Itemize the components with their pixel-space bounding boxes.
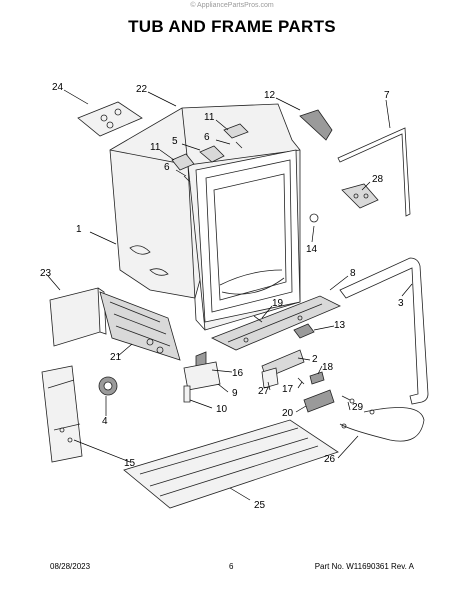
part-26-cable — [339, 407, 425, 442]
part-15-panel — [41, 365, 83, 463]
part-13-clip — [293, 323, 315, 339]
callout-9: 9 — [232, 388, 238, 399]
part-9-leg — [183, 361, 221, 391]
part-3-gasket — [339, 257, 429, 405]
footer-date: 08/28/2023 — [50, 562, 91, 571]
part-7-strip — [337, 127, 411, 217]
callout-7: 7 — [384, 90, 390, 101]
part-29-screw — [341, 395, 355, 404]
part-17-screw — [297, 377, 305, 385]
callout-12: 12 — [264, 90, 276, 101]
callout-10: 10 — [216, 404, 228, 415]
callout-24: 24 — [52, 82, 64, 93]
callout-13: 13 — [334, 320, 346, 331]
footer-page-number: 6 — [229, 562, 234, 571]
callout-25: 25 — [254, 500, 266, 511]
part-10-post — [183, 385, 191, 403]
callout-8: 8 — [350, 268, 356, 279]
callout-18: 18 — [322, 362, 334, 373]
part-24-panel — [77, 101, 143, 137]
callout-19: 19 — [272, 298, 284, 309]
part-12-cover — [299, 109, 333, 141]
part-23-panel — [49, 287, 107, 347]
callout-28: 28 — [372, 174, 384, 185]
part-8-rail — [211, 295, 341, 351]
callout-1: 1 — [76, 224, 82, 235]
part-5-bracket — [199, 145, 225, 163]
part-27-block — [261, 367, 279, 389]
callout-17: 17 — [282, 384, 294, 395]
part-19-screw — [253, 315, 263, 323]
part-28-hinge — [341, 183, 379, 209]
part-22-tub — [109, 103, 301, 331]
callout-11-left: 11 — [150, 142, 161, 153]
callout-16: 16 — [232, 368, 244, 379]
watermark: © AppliancePartsPros.com — [190, 2, 274, 9]
part-4-gear — [98, 376, 118, 396]
callout-2: 2 — [312, 354, 318, 365]
callout-27: 27 — [258, 386, 270, 397]
callout-29: 29 — [352, 402, 364, 413]
part-6-screw-right — [235, 141, 243, 149]
part-20-bracket — [303, 389, 335, 413]
callout-leaders — [47, 89, 413, 501]
part-11-bracket-left — [171, 153, 195, 171]
part-14-fastener — [309, 213, 319, 223]
callout-26: 26 — [324, 454, 336, 465]
callout-21: 21 — [110, 352, 122, 363]
callout-3: 3 — [398, 298, 404, 309]
callout-15: 15 — [124, 458, 136, 469]
callout-6-right: 6 — [204, 132, 210, 143]
part-25-panel — [123, 419, 339, 509]
callout-14: 14 — [306, 244, 318, 255]
part-6-screw-left — [183, 175, 191, 183]
callout-20: 20 — [282, 408, 294, 419]
part-18-clip — [309, 371, 325, 385]
callout-6-left: 6 — [164, 162, 170, 173]
callout-23: 23 — [40, 268, 52, 279]
callout-4: 4 — [102, 416, 108, 427]
footer-part-number: Part No. W11690361 Rev. A — [314, 562, 414, 571]
page-title: TUB AND FRAME PARTS — [128, 17, 336, 36]
part-11-bracket-right — [223, 123, 249, 139]
callout-22: 22 — [136, 84, 148, 95]
callout-11-right: 11 — [204, 112, 215, 123]
callout-labels: 24 22 12 7 11 6 5 11 6 28 1 14 23 8 3 19… — [40, 82, 404, 511]
part-21-base — [99, 291, 181, 361]
callout-5: 5 — [172, 136, 178, 147]
